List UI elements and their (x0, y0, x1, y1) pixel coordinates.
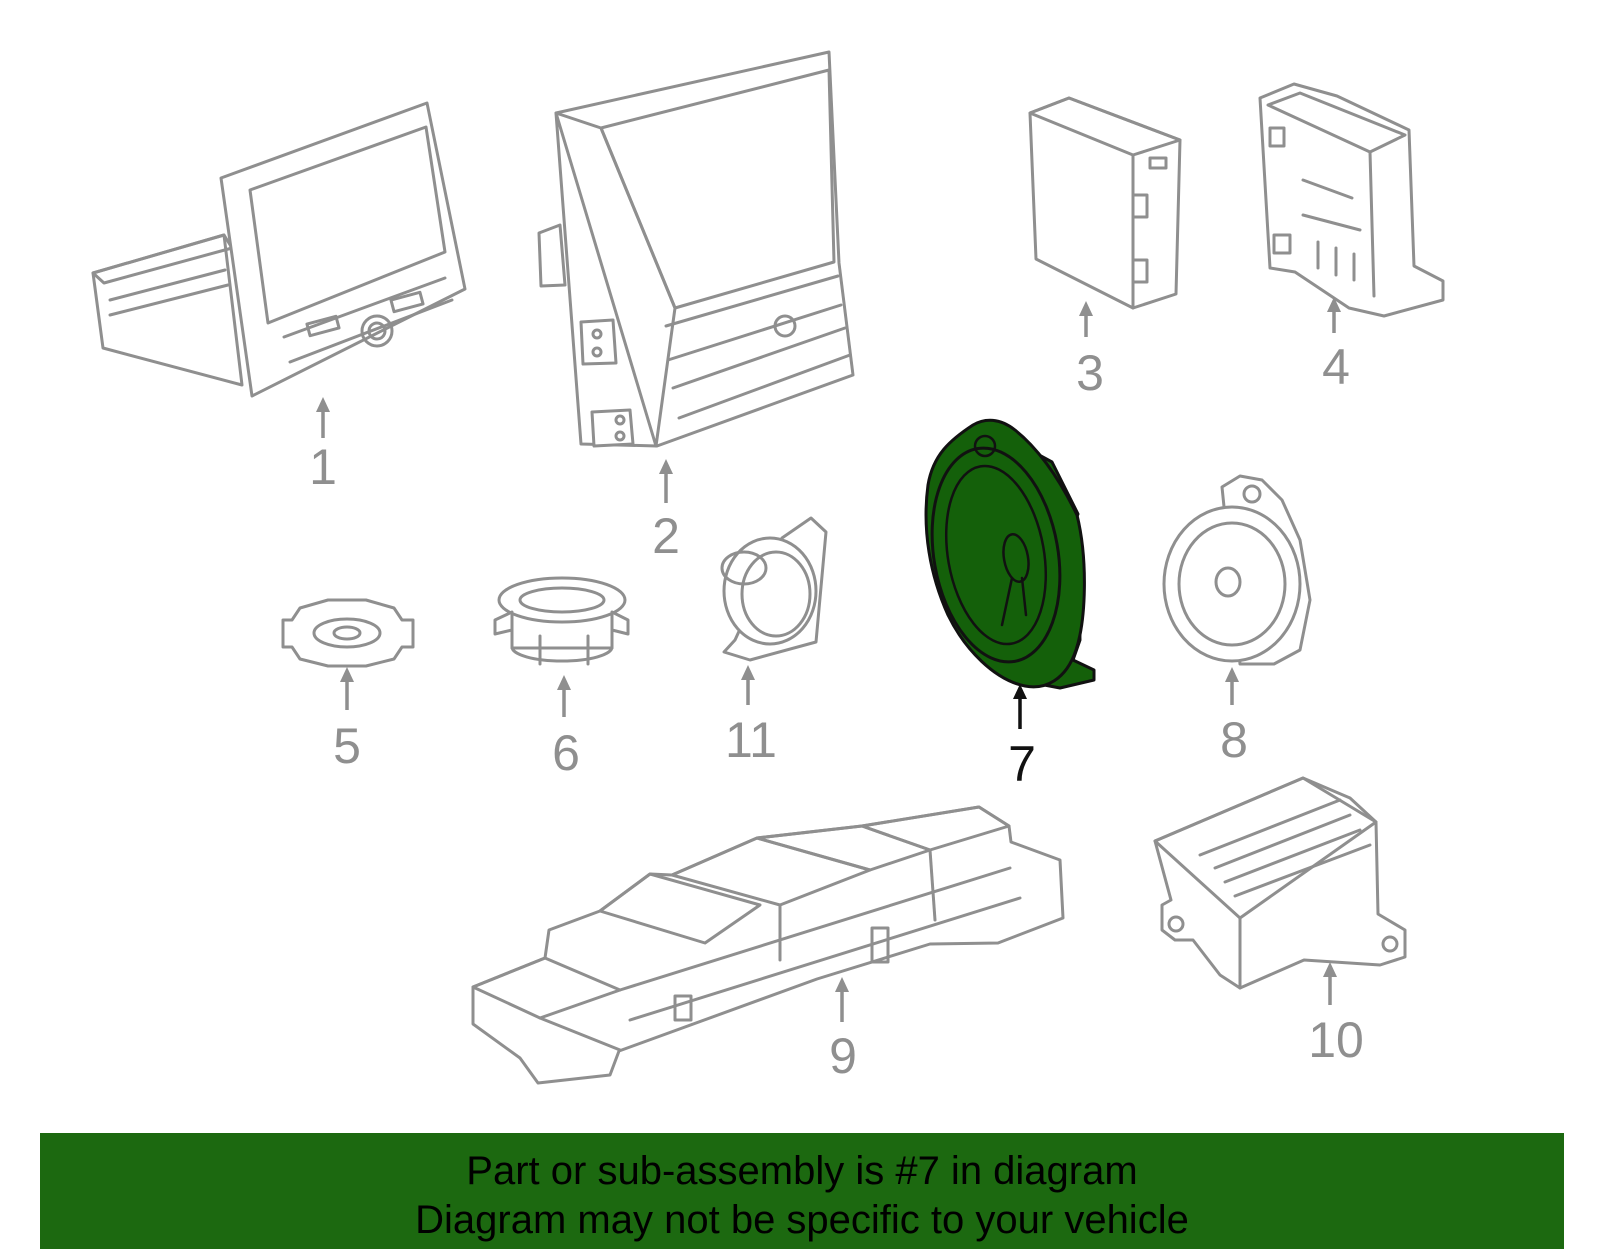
banner-line-part: Part or sub-assembly is #7 in diagram (466, 1149, 1138, 1193)
callout-8: 8 (1220, 712, 1248, 768)
callout-9: 9 (829, 1028, 857, 1084)
part-7-speaker-highlighted[interactable] (916, 418, 1096, 690)
arrow-5 (340, 667, 354, 710)
part-4-bracket[interactable] (1258, 82, 1445, 318)
part-10-amplifier[interactable] (1153, 776, 1407, 990)
callout-5: 5 (333, 718, 361, 774)
part-2-display-unit[interactable] (537, 50, 855, 448)
arrow-9 (835, 977, 849, 1022)
callout-2: 2 (652, 508, 680, 564)
part-1-radio-display[interactable] (91, 101, 467, 398)
callout-4: 4 (1322, 339, 1350, 395)
arrow-2 (659, 459, 673, 503)
arrow-1 (316, 397, 330, 438)
arrow-6 (557, 675, 571, 717)
arrow-3 (1079, 301, 1093, 337)
callout-11: 11 (725, 712, 777, 768)
arrow-4 (1327, 297, 1341, 333)
part-6-speaker-adapter[interactable] (493, 576, 630, 666)
callout-7: 7 (1008, 736, 1036, 792)
arrow-8 (1225, 667, 1239, 705)
part-9-housing[interactable] (471, 805, 1065, 1085)
part-11-tweeter-bracket[interactable] (720, 516, 828, 662)
callout-1: 1 (309, 439, 337, 495)
callout-3: 3 (1076, 345, 1104, 401)
arrow-10 (1323, 962, 1337, 1005)
part-5-tweeter[interactable] (281, 598, 415, 668)
arrow-11 (741, 665, 755, 705)
part-3-control-module[interactable] (1028, 96, 1182, 310)
info-banner: Part or sub-assembly is #7 in diagram Di… (40, 1133, 1564, 1249)
arrow-7 (1013, 684, 1027, 729)
part-8-speaker[interactable] (1162, 474, 1312, 666)
callout-10: 10 (1308, 1012, 1364, 1068)
banner-line-disclaimer: Diagram may not be specific to your vehi… (415, 1198, 1189, 1242)
callout-6: 6 (552, 725, 580, 781)
